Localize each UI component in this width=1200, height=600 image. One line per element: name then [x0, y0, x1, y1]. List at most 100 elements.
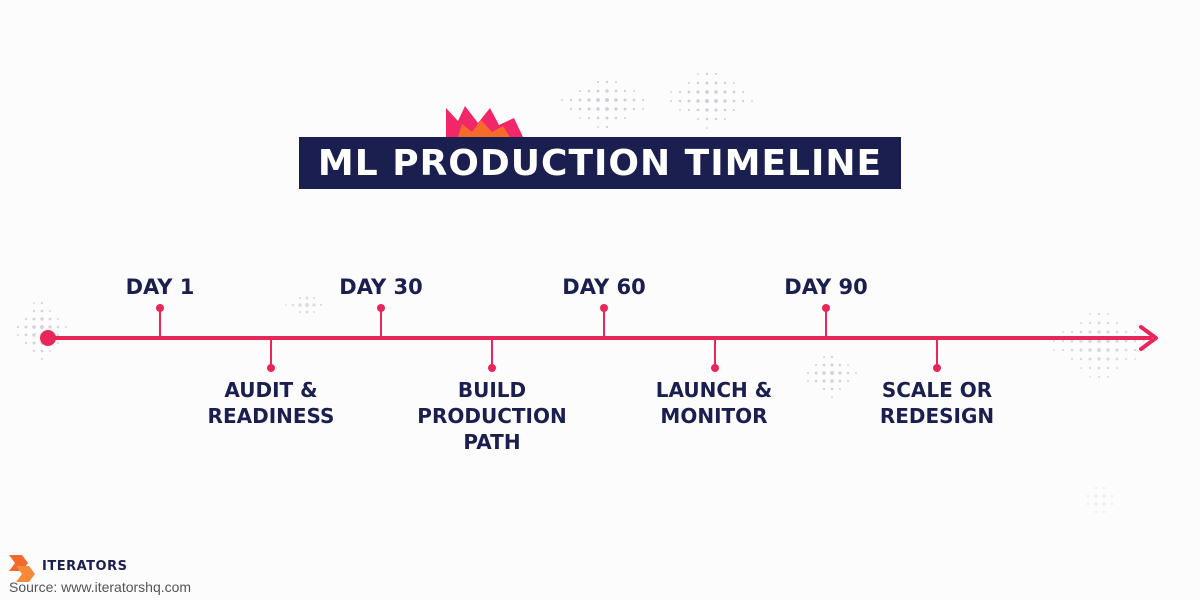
decorative-dot	[814, 363, 818, 367]
decorative-dot	[49, 350, 51, 352]
phase-label-line: MONITOR	[660, 404, 768, 428]
decorative-dot	[32, 349, 36, 353]
decorative-dot	[1088, 348, 1092, 352]
decorative-dot	[614, 107, 618, 111]
decorative-dot	[587, 89, 591, 93]
decorative-dot	[697, 73, 699, 75]
phase-label-line: AUDIT &	[224, 378, 318, 402]
milestone-tick-2-dot	[377, 304, 385, 312]
flame-inner-icon	[458, 120, 510, 137]
decorative-dot	[33, 302, 35, 304]
decorative-dot	[605, 107, 609, 111]
decorative-dot	[1079, 330, 1083, 334]
decorative-dot	[1088, 321, 1092, 325]
decorative-dot	[596, 80, 600, 84]
brand-name: ITERATORS	[42, 559, 128, 574]
phase-tick-2-dot	[488, 364, 496, 372]
decorative-dot	[1097, 312, 1101, 316]
phase-label-scale: SCALE OR REDESIGN	[842, 377, 1032, 429]
decorative-dot	[596, 89, 600, 93]
decorative-dot	[846, 371, 850, 375]
decorative-dot	[32, 309, 36, 313]
decorative-dot	[1094, 494, 1098, 498]
decorative-dot	[696, 81, 700, 85]
decorative-dot	[1094, 502, 1098, 506]
decorative-dot	[1124, 348, 1128, 352]
decorative-dot	[614, 98, 618, 102]
decorative-dot	[40, 301, 44, 305]
decorative-dot	[714, 90, 718, 94]
milestone-tick-3-dot	[600, 304, 608, 312]
decorative-dot	[24, 333, 28, 337]
decorative-dot	[305, 310, 309, 314]
decorative-dot	[32, 317, 36, 321]
decorative-dot	[830, 387, 834, 391]
decorative-dot	[596, 107, 600, 111]
decorative-dot	[304, 302, 310, 308]
decorative-dot	[48, 317, 52, 321]
decorative-dot	[587, 107, 591, 111]
decorative-dot	[1079, 321, 1083, 325]
decorative-dot	[741, 99, 745, 103]
decorative-dot	[1133, 339, 1137, 343]
decorative-dot	[1134, 331, 1136, 333]
decorative-dot	[714, 99, 718, 103]
phase-label-line: BUILD	[457, 378, 527, 402]
decorative-dot	[312, 310, 316, 314]
decorative-dot	[714, 117, 718, 121]
decorative-dot	[596, 116, 600, 120]
decorative-dot	[305, 296, 309, 300]
decorative-dot	[1110, 502, 1114, 506]
decorative-dot	[605, 80, 609, 84]
decorative-dot	[569, 98, 573, 102]
flame-icon	[446, 106, 523, 137]
decorative-dot	[1134, 358, 1136, 360]
decorative-dot	[1115, 348, 1119, 352]
decorative-dot	[1102, 494, 1106, 498]
decorative-dot	[298, 303, 302, 307]
milestone-tick-4-dot	[822, 304, 830, 312]
decorative-dot	[40, 349, 44, 353]
decorative-dot	[57, 342, 59, 344]
phase-label-line: SCALE OR	[881, 378, 993, 402]
decorative-dot	[838, 363, 842, 367]
decorative-dot	[1097, 366, 1101, 370]
decorative-dot	[705, 90, 709, 94]
decorative-dot	[1088, 366, 1092, 370]
decorative-dot	[807, 380, 809, 382]
decorative-dot	[614, 116, 618, 120]
phase-label-line: READINESS	[207, 404, 335, 428]
decorative-dot	[569, 107, 573, 111]
decorative-dot	[1053, 349, 1055, 351]
decorative-dot	[65, 326, 67, 328]
decorative-dot	[1115, 321, 1119, 325]
phase-tick-3-dot	[711, 364, 719, 372]
decorative-dot	[24, 317, 28, 321]
decorative-dot	[1079, 339, 1083, 343]
decorative-dot	[605, 116, 609, 120]
decorative-dot	[1115, 366, 1119, 370]
decorative-dot	[1106, 366, 1110, 370]
decorative-dot	[732, 90, 736, 94]
decorative-dot	[706, 127, 708, 129]
decorative-dot	[597, 126, 599, 128]
decorative-dot	[751, 100, 753, 102]
milestone-label-day-60: DAY 60	[562, 275, 646, 299]
milestone-tick-1-dot	[156, 304, 164, 312]
decorative-dot	[40, 309, 44, 313]
decorative-dot	[48, 325, 52, 329]
decorative-dot	[641, 98, 645, 102]
decorative-dot	[1079, 348, 1083, 352]
decorative-dot	[1079, 357, 1083, 361]
decorative-dot	[56, 325, 60, 329]
timeline-arrowhead	[1139, 325, 1158, 351]
decorative-dot	[723, 81, 727, 85]
decorative-dot	[732, 99, 736, 103]
decorative-dot	[714, 108, 718, 112]
decorative-dot	[16, 333, 20, 337]
decorative-dot	[830, 355, 834, 359]
decorative-dot	[632, 98, 636, 102]
decorative-dot	[623, 89, 627, 93]
decorative-dot	[1094, 486, 1098, 490]
